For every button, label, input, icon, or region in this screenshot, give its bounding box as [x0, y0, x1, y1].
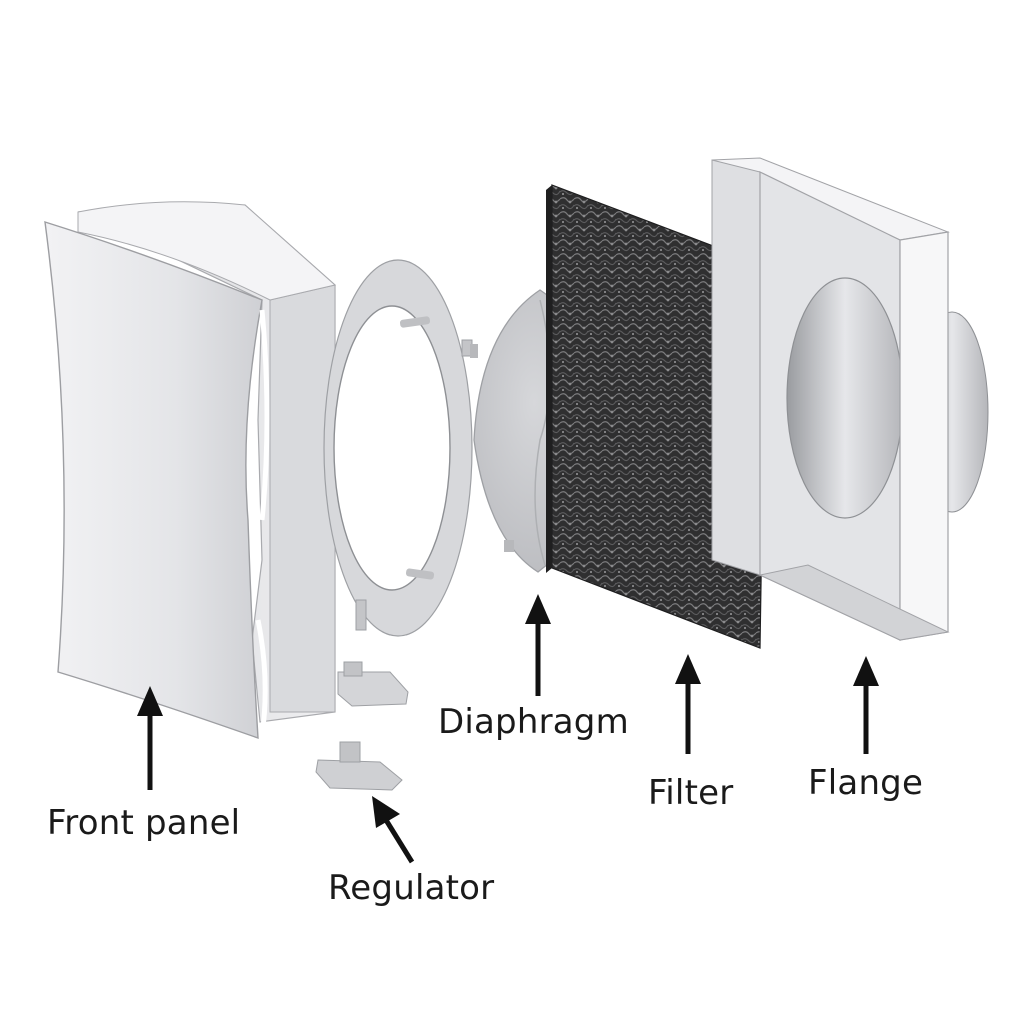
flange-part — [711, 157, 989, 641]
flange-label: Flange — [808, 763, 924, 803]
diaphragm-label: Diaphragm — [438, 702, 629, 742]
front-panel-label: Front panel — [47, 803, 241, 843]
regulator-part — [315, 661, 409, 791]
filter-label: Filter — [648, 773, 734, 813]
diaphragm-arrow — [525, 594, 551, 696]
flange-arrow — [853, 656, 879, 754]
front-panel-part — [44, 201, 337, 740]
regulator-label: Regulator — [328, 868, 495, 908]
regulator-arrow — [372, 796, 415, 864]
mounting-ring-part — [323, 259, 473, 637]
front-panel-arrow — [137, 686, 163, 790]
filter-arrow — [675, 654, 701, 754]
